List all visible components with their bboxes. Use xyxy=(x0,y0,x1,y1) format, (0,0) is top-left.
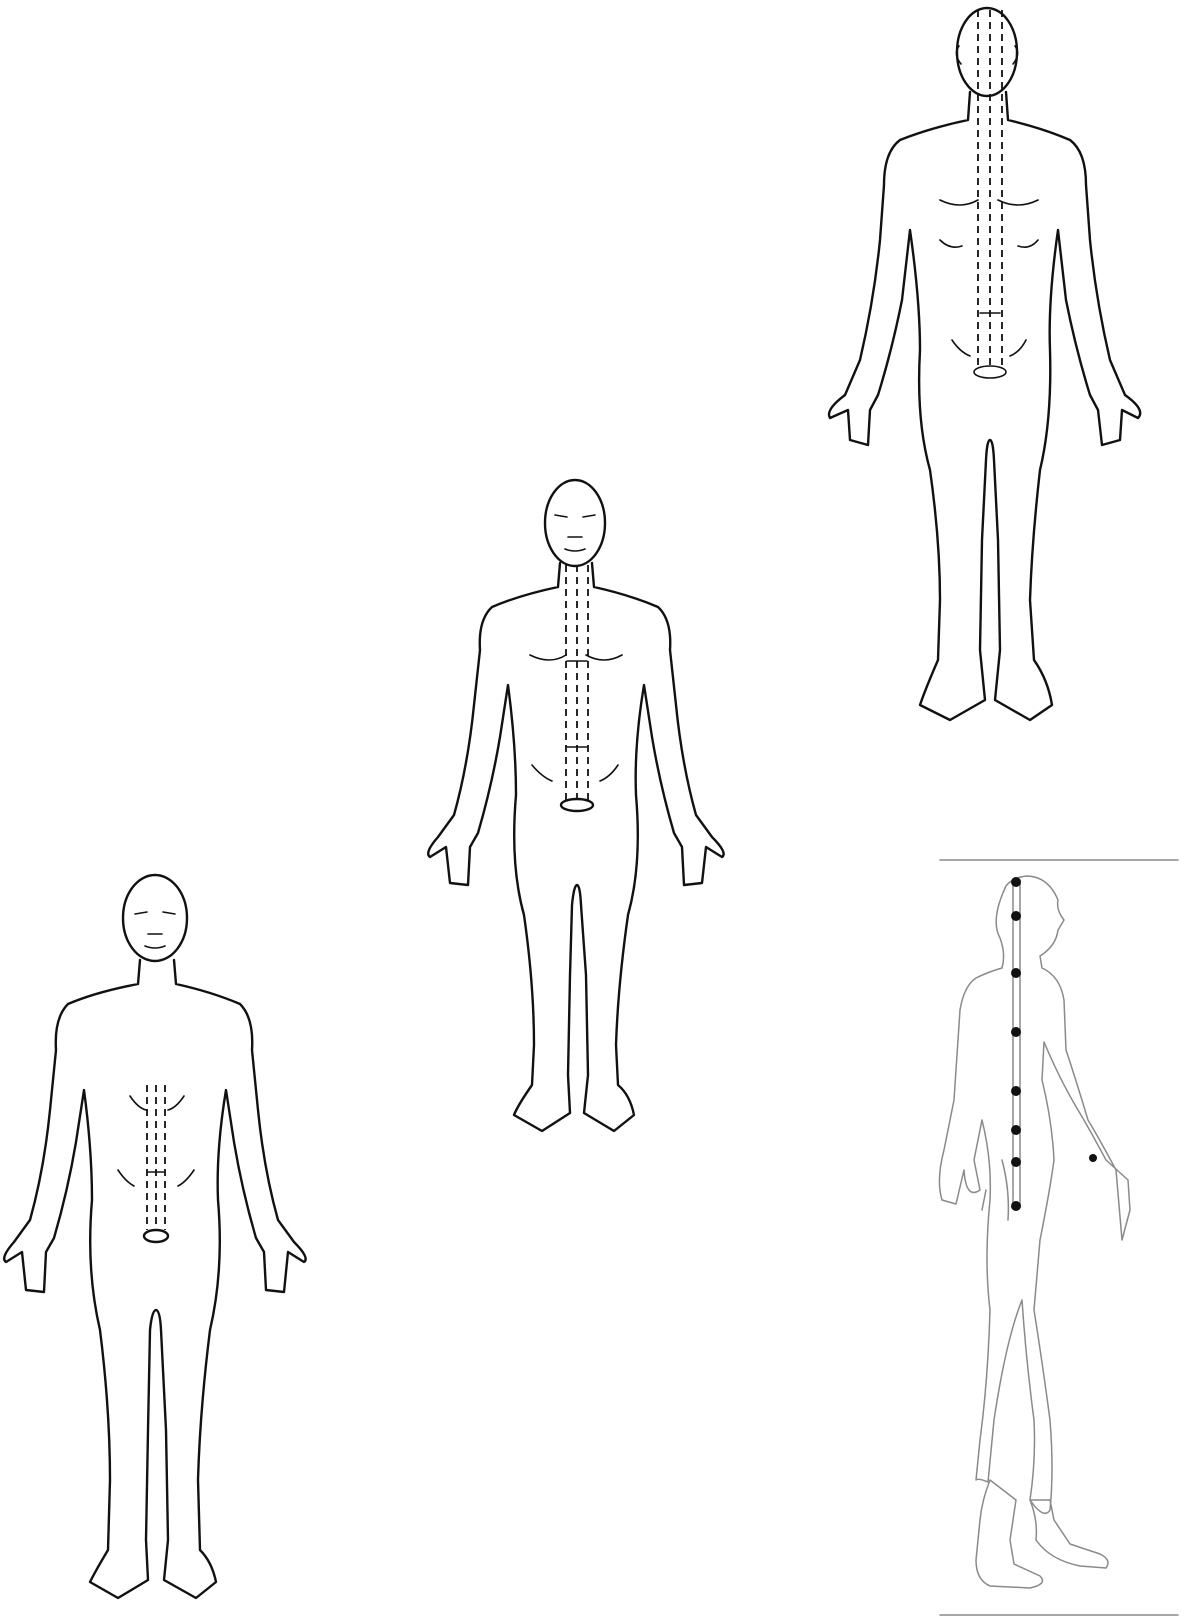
pelvis-ellipse xyxy=(974,366,1006,378)
body-outline-svg xyxy=(420,475,740,1155)
figure-front-center xyxy=(420,475,740,1155)
body-outline-svg xyxy=(820,0,1180,760)
point-4 xyxy=(1011,1027,1021,1037)
point-7 xyxy=(1011,1157,1021,1167)
point-8 xyxy=(1011,1201,1021,1211)
figure-side-bottom-right xyxy=(930,860,1180,1620)
body-outline-svg xyxy=(0,870,320,1610)
channel-dashed-lines xyxy=(561,565,593,811)
pelvis-ellipse xyxy=(561,799,593,811)
point-6 xyxy=(1011,1125,1021,1135)
body-outline xyxy=(829,8,1140,720)
body-outline xyxy=(939,860,1178,1615)
figure-front-top-right xyxy=(820,0,1180,760)
pelvis-ellipse xyxy=(144,1230,168,1242)
body-outline xyxy=(4,875,305,1598)
point-1 xyxy=(1011,877,1021,887)
body-outline xyxy=(428,480,723,1131)
figure-front-bottom-left xyxy=(0,870,320,1610)
body-outline-svg xyxy=(930,860,1180,1620)
point-3 xyxy=(1011,968,1021,978)
wrist-point xyxy=(1089,1154,1097,1162)
channel-dashed-lines xyxy=(144,1085,168,1242)
point-2 xyxy=(1011,911,1021,921)
channel-dashed-lines xyxy=(974,10,1006,378)
point-5 xyxy=(1011,1086,1021,1096)
